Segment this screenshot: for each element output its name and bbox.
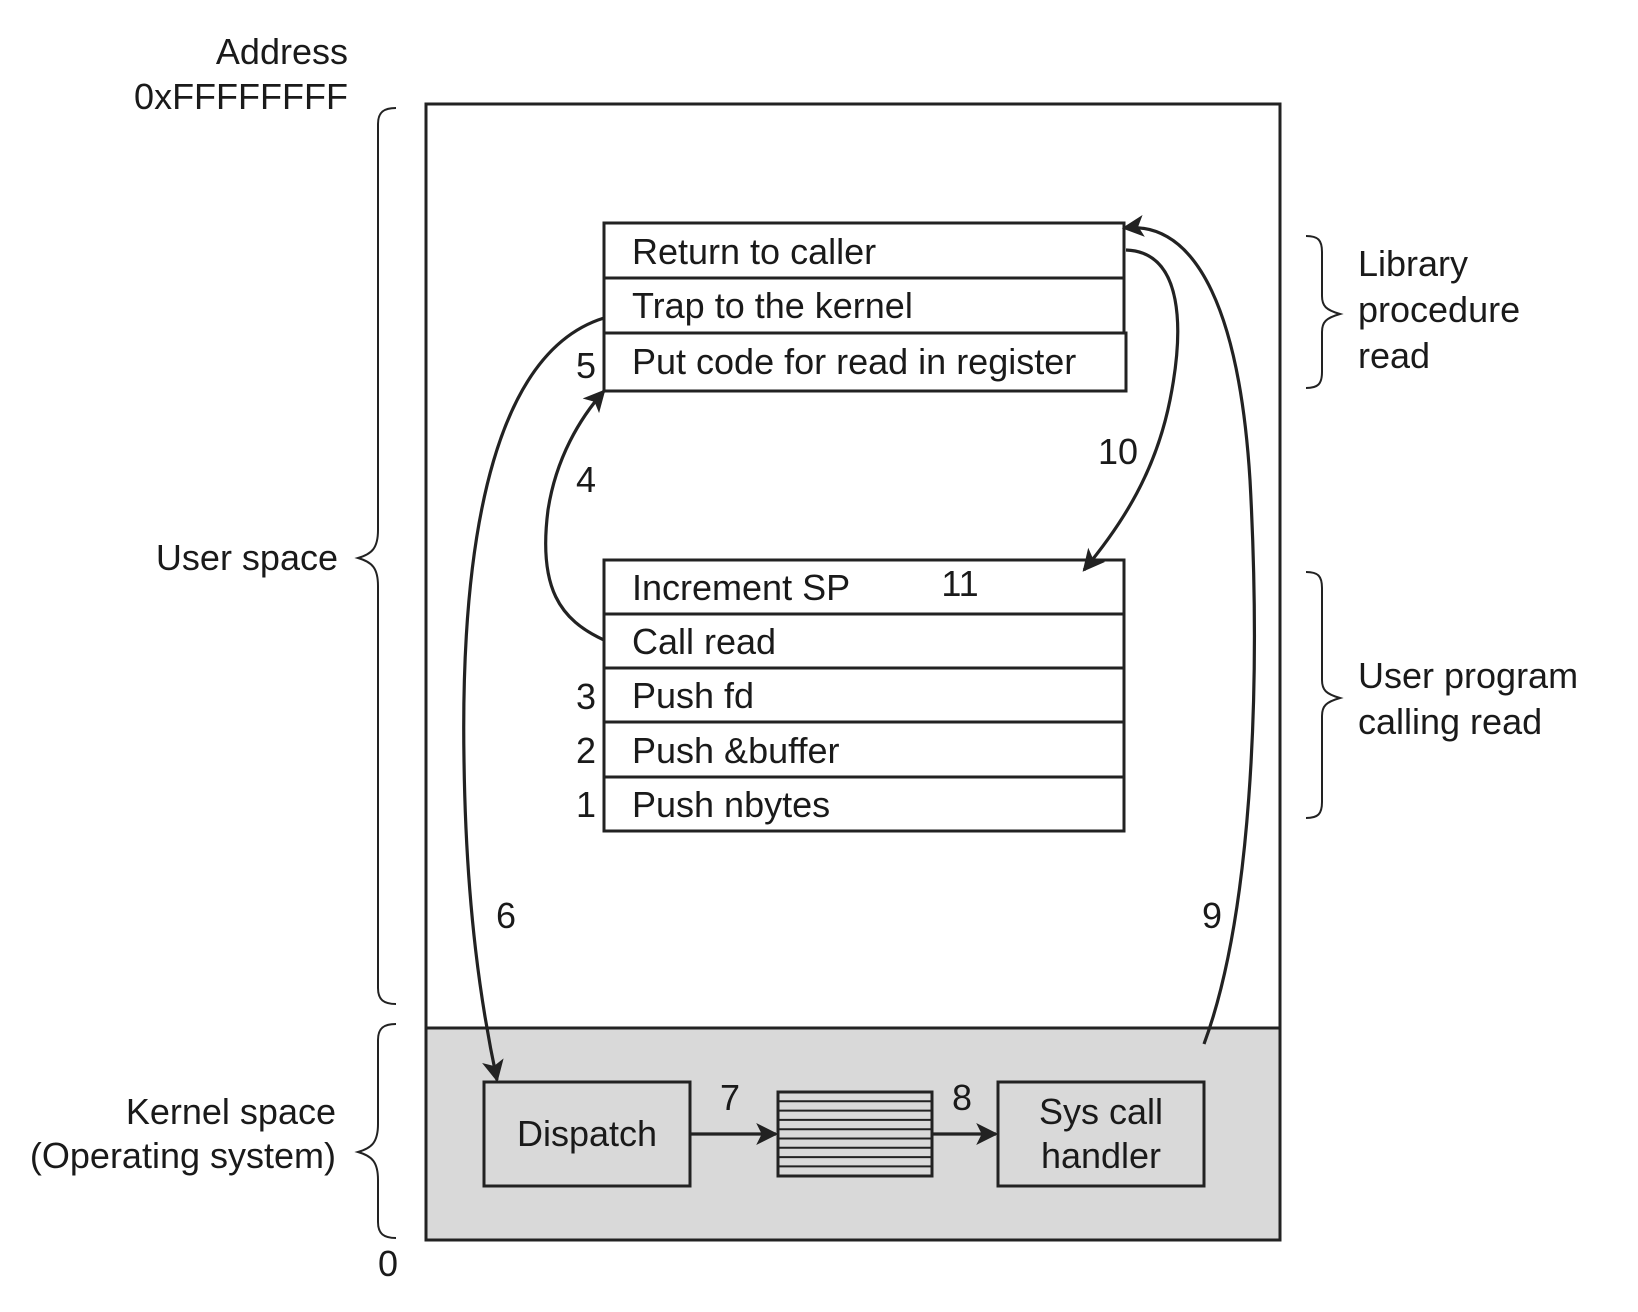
- stack-row-push-buffer: [602, 720, 1126, 779]
- step-10-label: 10: [1098, 431, 1138, 472]
- operating-system-label: (Operating system): [30, 1135, 336, 1176]
- library-procedure-stack: Return to caller Trap to the kernel Put …: [602, 221, 1128, 393]
- user-program-label-line1: User program: [1358, 655, 1578, 696]
- row-label-trap-to-kernel: Trap to the kernel: [632, 285, 913, 326]
- user-program-stack: Increment SP Call read Push fd Push &buf…: [602, 558, 1126, 833]
- arrow-step-6: [462, 316, 605, 1083]
- dispatch-label: Dispatch: [517, 1113, 657, 1154]
- syscall-handler-label-line2: handler: [1041, 1135, 1161, 1176]
- row-label-push-nbytes: Push nbytes: [632, 784, 830, 825]
- address-bottom-value: 0: [378, 1243, 398, 1284]
- stack-row-put-code: [602, 331, 1128, 393]
- user-space-label: User space: [156, 537, 338, 578]
- user-program-brace: [1305, 571, 1344, 819]
- row-label-push-fd: Push fd: [632, 675, 754, 716]
- address-label: Address: [216, 31, 348, 72]
- step-6-label: 6: [496, 895, 516, 936]
- step-7-label: 7: [720, 1077, 740, 1118]
- step-1-label: 1: [576, 784, 596, 825]
- row-label-return-to-caller: Return to caller: [632, 231, 876, 272]
- arrow-step-9: [1121, 215, 1256, 1045]
- syscall-handler-box: [996, 1080, 1206, 1188]
- library-brace: [1305, 235, 1344, 389]
- stack-row-increment-sp: [602, 558, 1126, 616]
- memory-frame: [424, 102, 1282, 1242]
- stack-row-call-read: [602, 612, 1126, 670]
- library-label-line3: read: [1358, 335, 1430, 376]
- step-3-label: 3: [576, 676, 596, 717]
- step-4-label: 4: [576, 459, 596, 500]
- user-space-brace: [354, 107, 397, 1005]
- kernel-space-label: Kernel space: [126, 1091, 336, 1132]
- syscall-table: [776, 1090, 934, 1178]
- dispatch-box: [482, 1080, 692, 1188]
- address-top-value: 0xFFFFFFFF: [134, 76, 348, 117]
- step-5-label: 5: [576, 345, 596, 386]
- kernel-space-brace: [354, 1023, 397, 1239]
- step-9-label: 9: [1202, 895, 1222, 936]
- syscall-handler-label-line1: Sys call: [1039, 1091, 1163, 1132]
- stack-row-push-fd: [602, 666, 1126, 724]
- step-2-label: 2: [576, 730, 596, 771]
- row-label-put-code: Put code for read in register: [632, 341, 1076, 382]
- stack-row-return-to-caller: [602, 221, 1126, 280]
- row-label-push-buffer: Push &buffer: [632, 730, 839, 771]
- row-label-increment-sp: Increment SP: [632, 567, 850, 608]
- arrow-step-4: [544, 389, 606, 642]
- stack-row-push-nbytes: [602, 775, 1126, 833]
- user-program-label-line2: calling read: [1358, 701, 1542, 742]
- row-label-call-read: Call read: [632, 621, 776, 662]
- library-label-line1: Library: [1358, 243, 1468, 284]
- step-8-label: 8: [952, 1077, 972, 1118]
- arrow-step-10: [1082, 248, 1180, 572]
- library-label-line2: procedure: [1358, 289, 1520, 330]
- step-11-label: 11: [941, 563, 978, 604]
